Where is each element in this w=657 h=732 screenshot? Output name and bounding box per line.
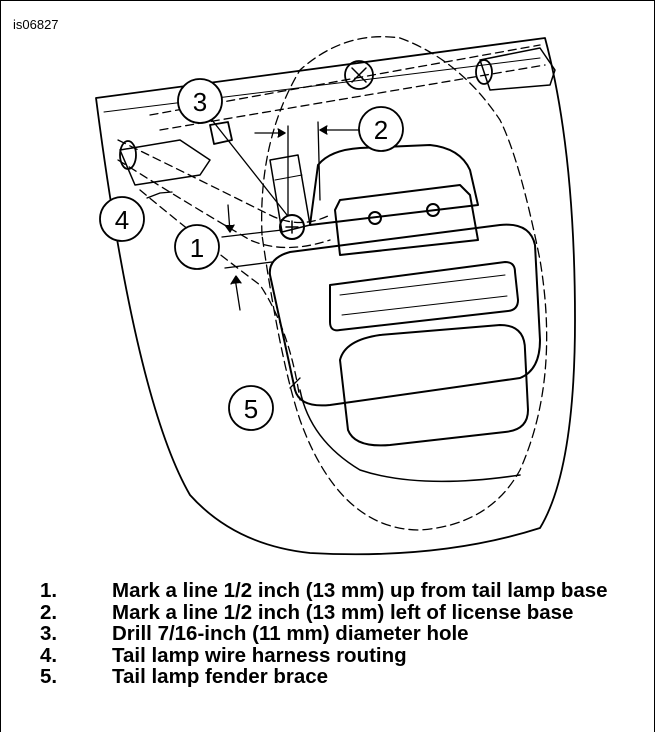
legend-item: 3. Drill 7/16-inch (11 mm) diameter hole xyxy=(40,623,640,645)
callout-2-circle xyxy=(358,106,404,152)
legend: 1. Mark a line 1/2 inch (13 mm) up from … xyxy=(40,580,640,688)
legend-text: Mark a line 1/2 inch (13 mm) up from tai… xyxy=(112,579,608,602)
dimension-lines-2 xyxy=(254,121,361,216)
callout-3-circle xyxy=(177,78,223,124)
legend-item: 2. Mark a line 1/2 inch (13 mm) left of … xyxy=(40,600,640,624)
callout-2: 2 xyxy=(374,115,388,145)
callout-3: 3 xyxy=(193,87,207,117)
legend-number: 2. xyxy=(40,600,58,624)
drill-hole xyxy=(279,214,305,240)
legend-text: Tail lamp wire harness routing xyxy=(112,643,407,667)
callout-4-circle xyxy=(99,196,145,242)
legend-number: 5. xyxy=(40,665,58,688)
legend-item: 4. Tail lamp wire harness routing xyxy=(40,643,640,667)
callout-5-circle xyxy=(228,385,274,431)
fender-illustration: 3 2 4 1 5 xyxy=(95,36,576,556)
callout-1-circle xyxy=(174,224,220,270)
harness-strip xyxy=(269,154,311,233)
dimension-lines-1 xyxy=(221,204,283,311)
legend-text: Mark a line 1/2 inch (13 mm) left of lic… xyxy=(112,600,574,624)
callout-4: 4 xyxy=(115,205,129,235)
legend-text: Tail lamp fender brace xyxy=(112,665,329,688)
callout-5: 5 xyxy=(244,394,258,424)
right-connector xyxy=(475,47,556,91)
legend-number: 1. xyxy=(40,579,58,602)
legend-number: 3. xyxy=(40,622,58,645)
tail-lamp xyxy=(268,144,541,483)
legend-item: 5. Tail lamp fender brace xyxy=(40,666,640,688)
legend-text: Drill 7/16-inch (11 mm) diameter hole xyxy=(112,622,469,645)
legend-item: 1. Mark a line 1/2 inch (13 mm) up from … xyxy=(40,580,640,602)
left-connector xyxy=(119,121,233,186)
fender-brace-dashed xyxy=(261,36,548,531)
fender-outline xyxy=(95,37,576,556)
callout-1: 1 xyxy=(190,233,204,263)
screw xyxy=(344,60,374,90)
figure-id: is06827 xyxy=(13,17,59,32)
legend-number: 4. xyxy=(40,643,58,667)
